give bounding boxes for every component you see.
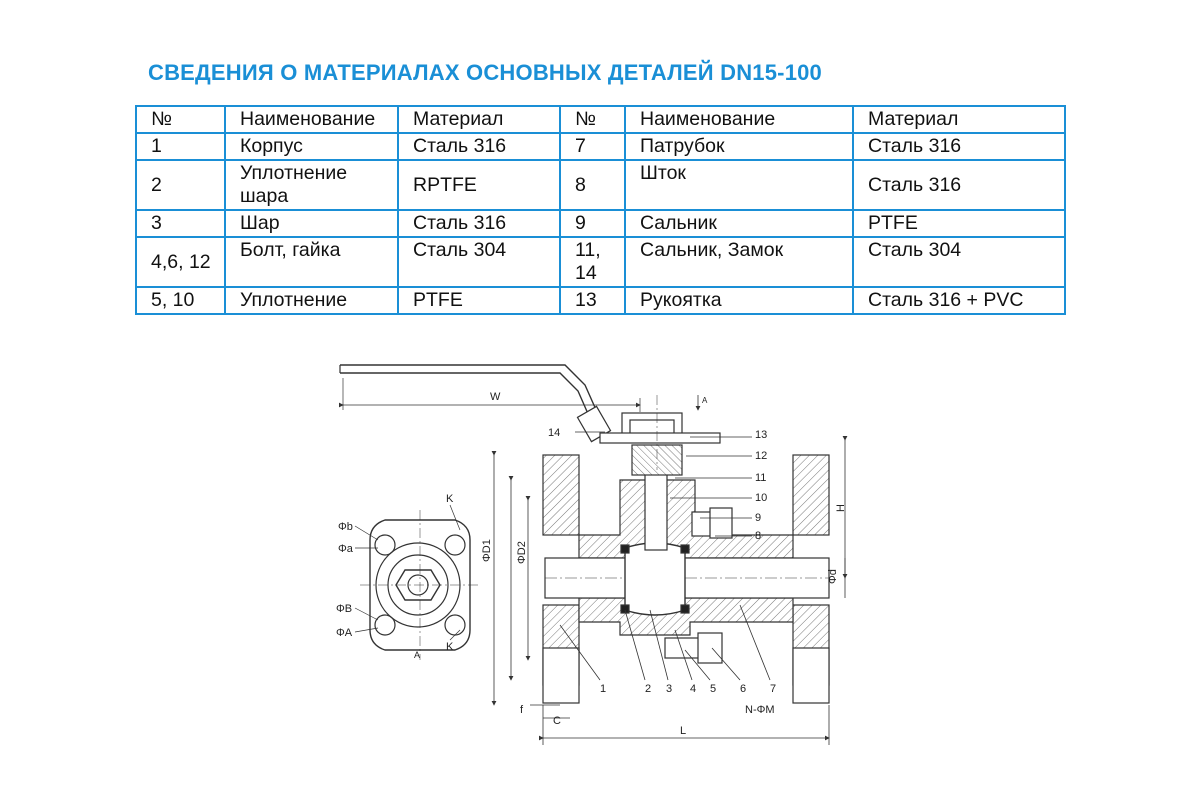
right-flange [792,454,830,704]
table-cell: 5, 10 [135,286,226,315]
part-number-11: 11 [755,472,766,484]
table-row: 3 Шар Сталь 316 9 Сальник PTFE [135,209,1066,238]
dim-label-big-a: ΦA [336,627,353,639]
valve-ball [620,542,690,616]
dim-label-d: Φd [827,569,839,584]
table-cell: 11, 14 [559,236,626,288]
leader-lines [559,431,771,681]
table-row: 4,6, 12 Болт, гайка Сталь 304 11, 14 Сал… [135,236,1066,288]
table-cell: Корпус [224,132,399,161]
table-cell: 4,6, 12 [135,236,226,288]
dim-label-c: C [553,715,561,727]
table-cell: Уплотнение шара [224,159,399,211]
table-cell: Сталь 316 [852,132,1066,161]
part-number-13: 13 [755,429,767,441]
materials-table: № Наименование Материал № Наименование М… [135,105,1066,315]
table-cell: Шток [624,159,854,211]
table-cell: Рукоятка [624,286,854,315]
table-cell: 9 [559,209,626,238]
valve-stem [599,395,721,551]
table-cell: 13 [559,286,626,315]
part-number-4: 4 [690,683,696,695]
part-number-10: 10 [755,492,767,504]
dim-label-b: Φb [338,521,353,533]
header-cell: № [135,105,226,134]
table-cell: 1 [135,132,226,161]
part-number-12: 12 [755,450,767,462]
table-cell: 7 [559,132,626,161]
dim-label-a-top: A [702,396,708,405]
dims-horizontal [530,704,830,745]
table-cell: 8 [559,159,626,211]
table-cell: Сталь 316 [397,132,561,161]
table-cell: Сальник [624,209,854,238]
dim-label-k-top: K [446,493,454,505]
table-cell: Сталь 316 + PVC [852,286,1066,315]
valve-handle [339,364,612,443]
table-row: 5, 10 Уплотнение PTFE 13 Рукоятка Сталь … [135,286,1066,315]
dim-label-l: L [680,725,686,737]
table-cell: 3 [135,209,226,238]
part-number-14: 14 [548,427,560,439]
header-cell: Наименование [624,105,854,134]
valve-body [544,479,830,636]
table-cell: Сталь 316 [397,209,561,238]
table-cell: 2 [135,159,226,211]
part-number-5: 5 [710,683,716,695]
table-cell: Уплотнение [224,286,399,315]
header-cell: Наименование [224,105,399,134]
dim-label-k-bottom: K [446,641,454,653]
ball-valve-drawing: 14 13 12 11 10 9 8 1 2 3 4 5 6 7 W A H Φ… [336,364,848,745]
table-cell: Сталь 316 [852,159,1066,211]
table-cell: PTFE [397,286,561,315]
part-number-9: 9 [755,512,761,524]
dim-label-f: f [520,704,524,716]
dim-label-h: H [835,504,847,512]
part-number-7: 7 [770,683,776,695]
part-number-3: 3 [666,683,672,695]
table-cell: RPTFE [397,159,561,211]
page-title: СВЕДЕНИЯ О МАТЕРИАЛАХ ОСНОВНЫХ ДЕТАЛЕЙ D… [148,60,822,85]
dim-label-d1: ΦD1 [481,539,493,562]
body-bolts [664,507,733,664]
table-row: 1 Корпус Сталь 316 7 Патрубок Сталь 316 [135,132,1066,161]
table-row: 2 Уплотнение шара RPTFE 8 Шток Сталь 316 [135,159,1066,211]
table-cell: Болт, гайка [224,236,399,288]
part-number-8: 8 [755,530,761,542]
table-cell: PTFE [852,209,1066,238]
part-number-2: 2 [645,683,651,695]
dims-vertical [491,395,848,706]
view-label-a: A [414,650,420,660]
dim-label-a: Φa [338,543,354,555]
part-number-6: 6 [740,683,746,695]
table-cell: Шар [224,209,399,238]
dim-label-w: W [490,391,501,403]
table-cell: Сальник, Замок [624,236,854,288]
dim-label-big-b: ΦB [336,603,352,615]
dim-w [339,378,641,412]
table-header-row: № Наименование Материал № Наименование М… [135,105,1066,134]
part-number-1: 1 [600,683,606,695]
dim-label-nm: N-ΦM [745,704,775,716]
header-cell: Материал [397,105,561,134]
end-view [360,510,480,660]
table-cell: Сталь 304 [852,236,1066,288]
header-cell: № [559,105,626,134]
table-cell: Патрубок [624,132,854,161]
table-cell: Сталь 304 [397,236,561,288]
dim-label-d2: ΦD2 [516,541,528,564]
header-cell: Материал [852,105,1066,134]
left-flange [542,454,580,704]
